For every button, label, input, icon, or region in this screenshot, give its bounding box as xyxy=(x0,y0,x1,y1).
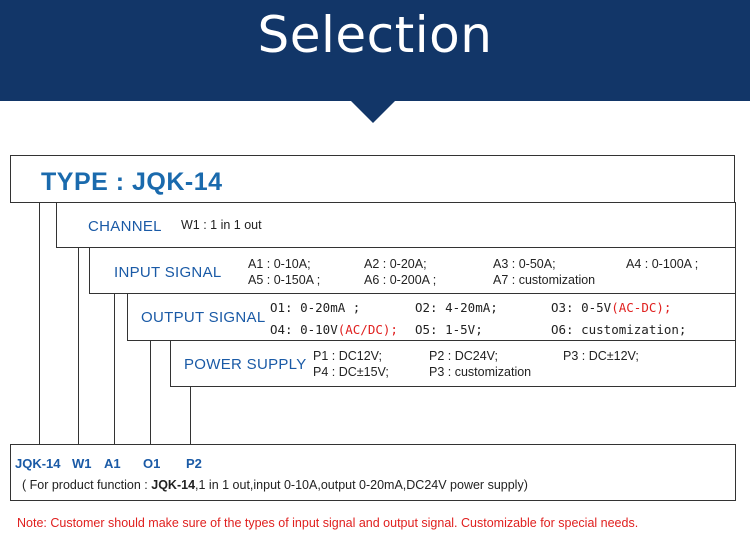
example-box xyxy=(10,444,736,501)
input-option-a7: A7 : customization xyxy=(493,273,596,287)
banner-arrow-pointer xyxy=(350,100,396,123)
connector-line-power xyxy=(190,386,191,444)
output-signal-label: OUTPUT SIGNAL xyxy=(141,309,266,326)
input-option-a2: A2 : 0-20A; xyxy=(364,257,427,271)
input-option-a6: A6 : 0-200A ; xyxy=(364,273,437,287)
output-option-o4-range: O4: 0-10V xyxy=(270,322,338,337)
power-option-p1: P1 : DC12V; xyxy=(313,349,383,363)
channel-value: W1 : 1 in 1 out xyxy=(181,218,262,232)
output-option-o2: O2: 4-20mA; xyxy=(415,300,498,315)
example-code-input: A1 xyxy=(104,456,121,471)
connector-line-input xyxy=(114,293,115,444)
output-option-o6: O6: customization; xyxy=(551,322,687,337)
example-desc-rest: ,1 in 1 out,input 0-10A,output 0-20mA,DC… xyxy=(195,478,528,492)
note-text: Note: Customer should make sure of the t… xyxy=(17,516,639,530)
output-option-o4-type: (AC/DC); xyxy=(337,322,398,337)
input-option-a4: A4 : 0-100A ; xyxy=(626,257,699,271)
example-code-type: JQK-14 xyxy=(15,456,61,471)
input-option-a1: A1 : 0-10A; xyxy=(248,257,311,271)
type-box: TYPE : JQK-14 xyxy=(10,155,735,203)
input-signal-label: INPUT SIGNAL xyxy=(114,264,222,281)
output-option-o4: O4: 0-10V(AC/DC); xyxy=(270,322,398,337)
power-option-p3-custom: P3 : customization xyxy=(429,365,532,379)
input-signal-box: INPUT SIGNAL A1 : 0-10A; A2 : 0-20A; A3 … xyxy=(89,247,736,294)
input-option-a3: A3 : 0-50A; xyxy=(493,257,556,271)
example-desc-model: JQK-14 xyxy=(151,478,196,492)
power-option-p4: P4 : DC±15V; xyxy=(313,365,389,379)
power-supply-label: POWER SUPPLY xyxy=(184,356,307,373)
output-option-o1: O1: 0-20mA ; xyxy=(270,300,361,315)
input-option-a5: A5 : 0-150A ; xyxy=(248,273,321,287)
example-code-output: O1 xyxy=(143,456,161,471)
channel-label: CHANNEL xyxy=(88,218,162,235)
output-signal-box: OUTPUT SIGNAL O1: 0-20mA ; O2: 4-20mA; O… xyxy=(127,293,736,341)
example-code-channel: W1 xyxy=(72,456,92,471)
header-banner: Selection xyxy=(0,0,750,101)
output-option-o3-range: O3: 0-5V xyxy=(551,300,612,315)
example-desc-prefix: ( For product function : xyxy=(22,478,148,492)
connector-line-output xyxy=(150,340,151,444)
output-option-o5: O5: 1-5V; xyxy=(415,322,483,337)
power-supply-box: POWER SUPPLY P1 : DC12V; P2 : DC24V; P3 … xyxy=(170,340,736,387)
output-option-o3-type: (AC-DC); xyxy=(611,300,672,315)
example-description: ( For product function : JQK-14,1 in 1 o… xyxy=(22,478,528,492)
channel-box: CHANNEL W1 : 1 in 1 out xyxy=(56,202,736,248)
example-code-power: P2 xyxy=(186,456,202,471)
connector-line-channel xyxy=(78,247,79,444)
type-label: TYPE : JQK-14 xyxy=(41,168,223,196)
connector-line-type xyxy=(39,202,40,444)
power-option-p3: P3 : DC±12V; xyxy=(563,349,639,363)
output-option-o3: O3: 0-5V(AC-DC); xyxy=(551,300,671,315)
power-option-p2: P2 : DC24V; xyxy=(429,349,499,363)
page-title: Selection xyxy=(257,6,493,64)
